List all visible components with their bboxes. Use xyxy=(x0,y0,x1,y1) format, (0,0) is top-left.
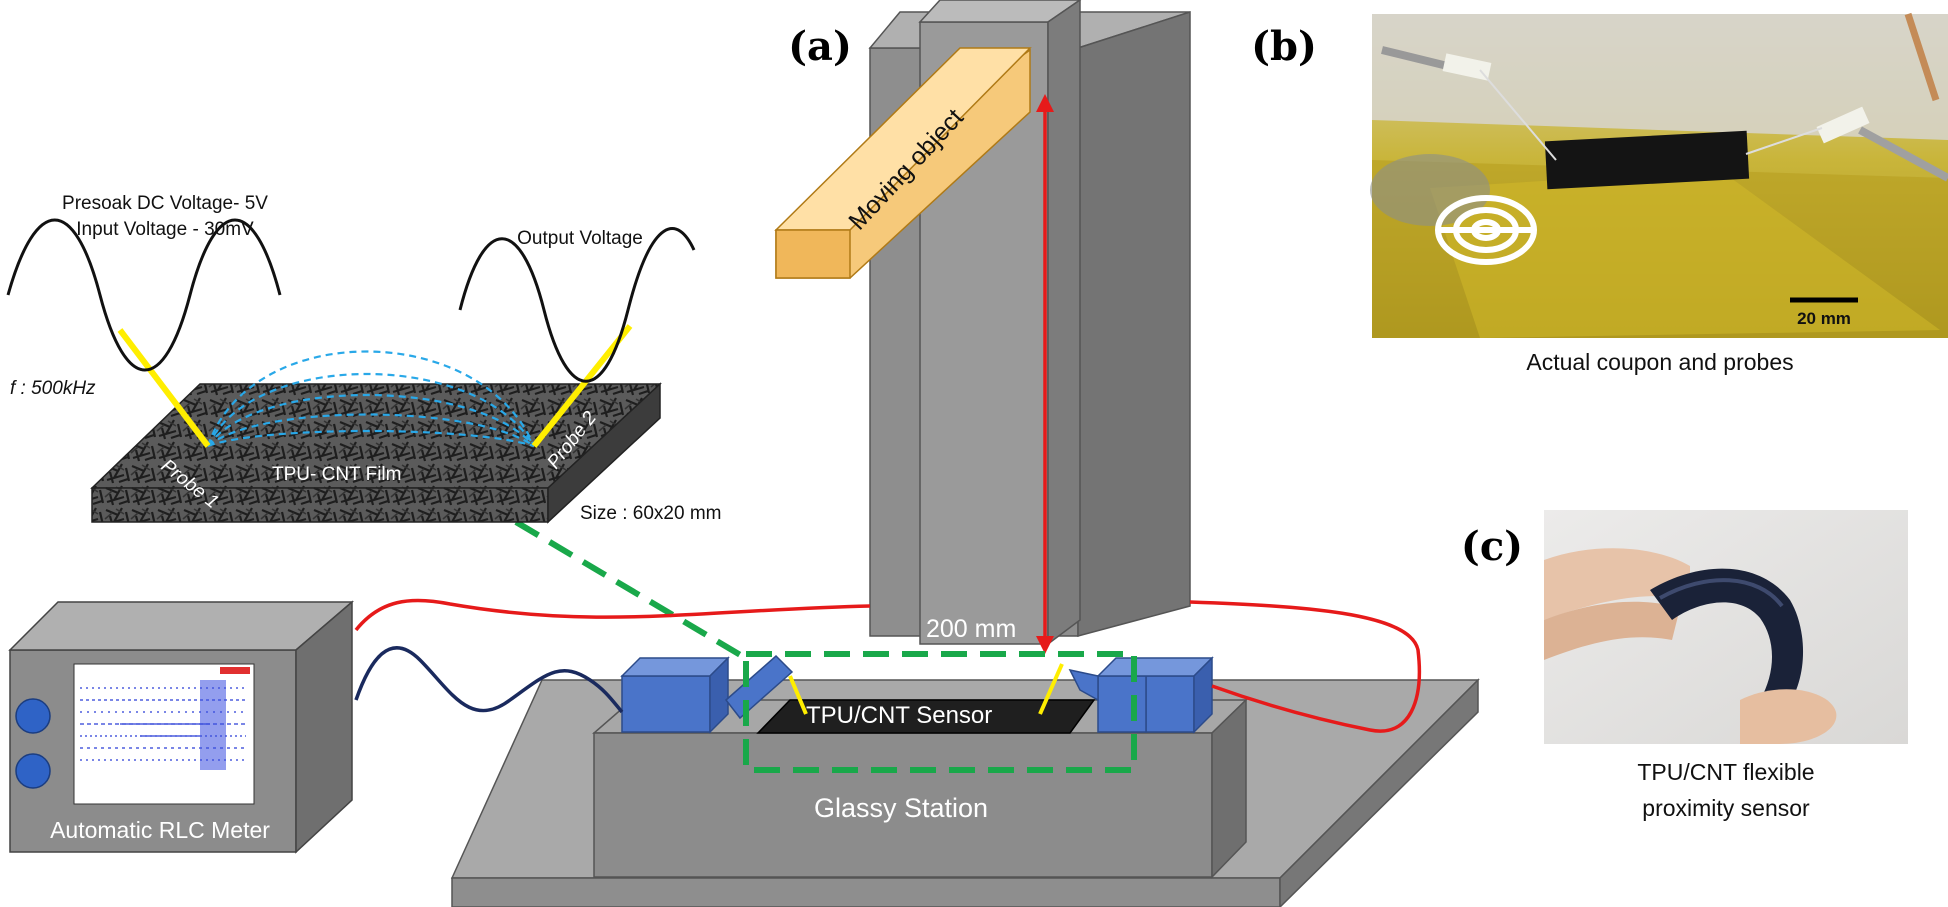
wires xyxy=(354,598,1422,733)
photo-b-caption: Actual coupon and probes xyxy=(1526,349,1793,375)
sensor-label: TPU/CNT Sensor xyxy=(806,702,992,729)
moving-object: Moving object xyxy=(774,47,1032,279)
probe-2 xyxy=(531,324,633,448)
distance-arrow: 200 mm xyxy=(926,94,1054,654)
panel-a-label: (a) xyxy=(788,23,852,70)
input-voltage-label: Input Voltage - 30mV xyxy=(76,219,254,240)
presoak-voltage-label: Presoak DC Voltage- 5V xyxy=(62,193,268,214)
meter-screen xyxy=(73,663,255,805)
input-sine-wave xyxy=(6,218,282,372)
left-clamp xyxy=(620,654,794,734)
distance-label: 200 mm xyxy=(926,615,1016,643)
meter-knob-bottom xyxy=(15,753,51,789)
tpu-cnt-sensor: TPU/CNT Sensor xyxy=(756,663,1096,734)
scale-bar-label: 20 mm xyxy=(1797,309,1851,328)
probes xyxy=(117,324,633,448)
photo-coupon-and-probes: 20 mm xyxy=(1370,12,1948,338)
frequency-label: f : 500kHz xyxy=(10,378,96,399)
panel-b-label: (b) xyxy=(1251,23,1317,70)
photo-c-caption-line2: proximity sensor xyxy=(1642,795,1810,821)
film-size-label: Size : 60x20 mm xyxy=(580,503,722,524)
film-label: TPU- CNT Film xyxy=(272,464,401,485)
photo-c-caption-line1: TPU/CNT flexible xyxy=(1637,759,1814,785)
right-clamp xyxy=(1068,656,1214,734)
rlc-meter: Automatic RLC Meter xyxy=(8,600,355,854)
electric-field-lines xyxy=(206,350,536,448)
sensor-highlight xyxy=(514,519,1137,773)
glassy-station-label: Glassy Station xyxy=(814,793,988,823)
probe-1 xyxy=(117,328,211,448)
panel-c-label: (c) xyxy=(1461,523,1523,570)
meter-label: Automatic RLC Meter xyxy=(50,817,270,843)
target-marker xyxy=(1435,195,1537,265)
photo-flexible-sensor xyxy=(1544,510,1908,744)
glassy-station: Glassy Station xyxy=(591,698,1248,879)
output-sine-wave xyxy=(458,227,696,383)
meter-knob-top xyxy=(15,698,51,734)
output-voltage-label: Output Voltage xyxy=(517,228,643,249)
tpu-cnt-film: TPU- CNT Film Probe 1 Probe 2 xyxy=(90,382,662,524)
